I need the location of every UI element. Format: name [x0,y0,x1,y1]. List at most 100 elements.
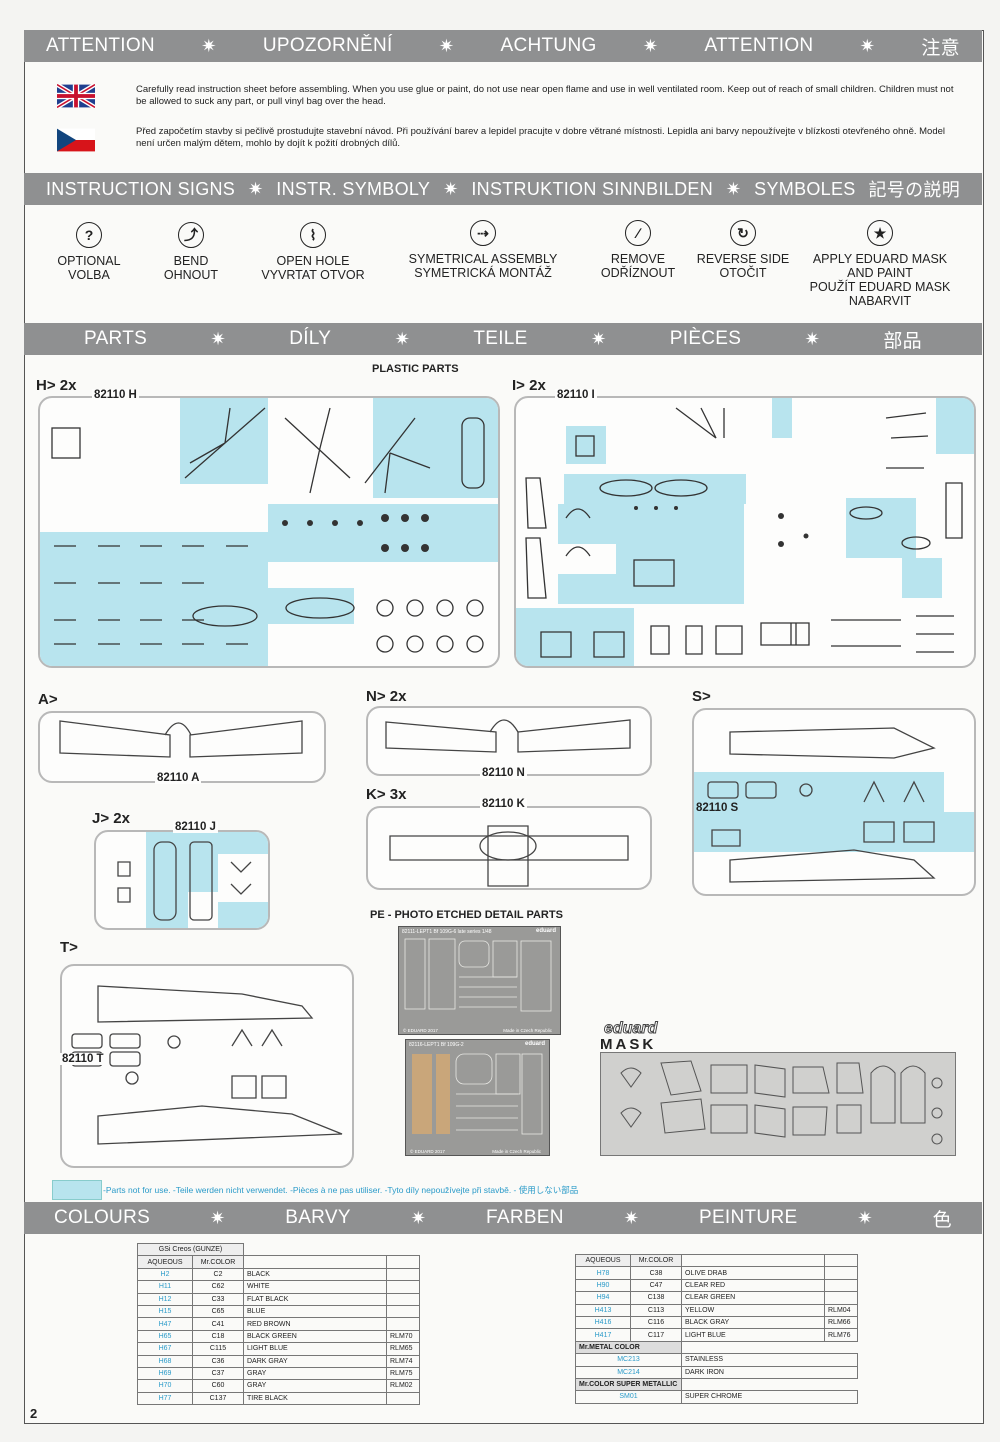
star-icon: ✷ [410,1207,427,1228]
bar-label: ACHTUNG [500,35,597,56]
sprue-j-label: J> 2x [92,810,130,827]
bar-label: TEILE [473,328,528,349]
sprue-letter: K> [366,786,386,803]
star-icon: ✷ [394,328,410,349]
colour-cell: RED BROWN [243,1317,387,1331]
colour-cell: SM01 [575,1390,682,1404]
unused-area [268,504,498,562]
unused-area [694,772,854,852]
colours-bar: COLOURS✷ BARVY✷ FARBEN✷ PEINTURE✷ 色 [24,1202,982,1234]
colour-cell: C18 [192,1329,244,1344]
colour-cell: RLM04 [824,1303,858,1317]
star-icon: ✷ [248,178,264,199]
unused-area [566,426,606,464]
colour-cell: H413 [575,1303,631,1317]
pe-parts-grid [404,938,552,1012]
bar-label: 記号の説明 [868,180,960,200]
page-number: 2 [30,1406,38,1421]
sign-label: APPLY EDUARD MASK [812,252,948,266]
pe-brand: eduard [524,1041,545,1047]
unused-area [772,398,792,438]
instruction-signs-bar: INSTRUCTION SIGNS✷ INSTR. SYMBOLY✷ INSTR… [24,173,982,205]
colour-cell: LIGHT BLUE [681,1328,825,1342]
sprue-count: 2x [113,810,130,827]
sign-label: ODŘÍZNOUT [600,266,676,280]
star-icon: ✷ [210,328,226,349]
sprue-i [514,396,976,668]
sign-label: NABARVIT [848,294,912,308]
star-icon: ✷ [209,1207,226,1228]
colour-cell [824,1266,858,1280]
colour-cell: SUPER CHROME [681,1390,858,1404]
sign-label: OHNOUT [163,268,219,282]
attention-bar: ATTENTION✷ UPOZORNĚNÍ✷ ACHTUNG✷ ATTENTIO… [24,30,982,62]
star-icon: ✷ [642,35,659,56]
colour-cell: C62 [192,1280,244,1294]
sign-label: REMOVE [610,252,666,266]
colour-cell: WHITE [243,1280,387,1294]
sign-label: BEND [173,254,209,268]
pe-title: PE - PHOTO ETCHED DETAIL PARTS [370,909,563,921]
colour-cell: H2 [137,1267,193,1282]
unused-area [218,902,268,928]
wing-center-parts [389,825,629,887]
colour-cell: C65 [192,1304,244,1319]
bend-icon: ⤴ [178,222,204,248]
reverse-icon: ↻ [730,220,756,246]
colour-cell: MC213 [575,1353,682,1367]
star-icon: ✷ [804,328,821,349]
colour-cell [824,1291,858,1305]
drill-icon: ⌇ [300,222,326,248]
unused-area [616,544,744,604]
bar-label: INSTR. SYMBOLY [276,178,431,199]
unused-area [902,558,942,598]
colour-cell: C41 [192,1317,244,1331]
pe-copyright: © EDUARD 2017 [410,1149,445,1154]
colour-cell: C36 [192,1354,244,1368]
colour-cell: RLM74 [386,1354,420,1368]
colour-cell: BLACK GREEN [243,1329,387,1344]
colour-cell [386,1317,420,1331]
colour-cell [386,1292,420,1306]
colour-cell [386,1304,420,1319]
colour-cell: RLM65 [386,1342,420,1356]
colour-cell: FLAT BLACK [243,1292,387,1306]
colour-cell: C2 [192,1267,244,1282]
colour-cell: H69 [137,1366,193,1381]
bar-label: PIÈCES [669,328,742,349]
colour-cell: H11 [137,1280,193,1294]
sign-label: REVERSE SIDE [696,252,790,266]
colour-cell: C113 [630,1303,682,1317]
sprue-i-label: I> 2x [512,377,546,394]
star-icon: ✷ [725,178,742,199]
cz-flag-icon [57,128,95,152]
colour-cell: H77 [137,1391,193,1406]
colour-cell: CLEAR RED [681,1278,825,1293]
colour-cell: H417 [575,1328,631,1342]
unused-area [558,574,618,604]
bar-label: 部品 [883,330,922,352]
mask-sheet [600,1052,956,1156]
star-icon: ✷ [857,1207,873,1228]
unused-legend-swatch [52,1180,102,1200]
colour-cell: C116 [630,1315,682,1330]
sprue-j-parts [117,841,252,921]
pe-parts-grid [412,1053,543,1135]
bar-label: DÍLY [289,328,332,349]
sprue-h-parts [51,407,485,653]
metal-header: Mr.METAL COLOR [575,1340,682,1355]
